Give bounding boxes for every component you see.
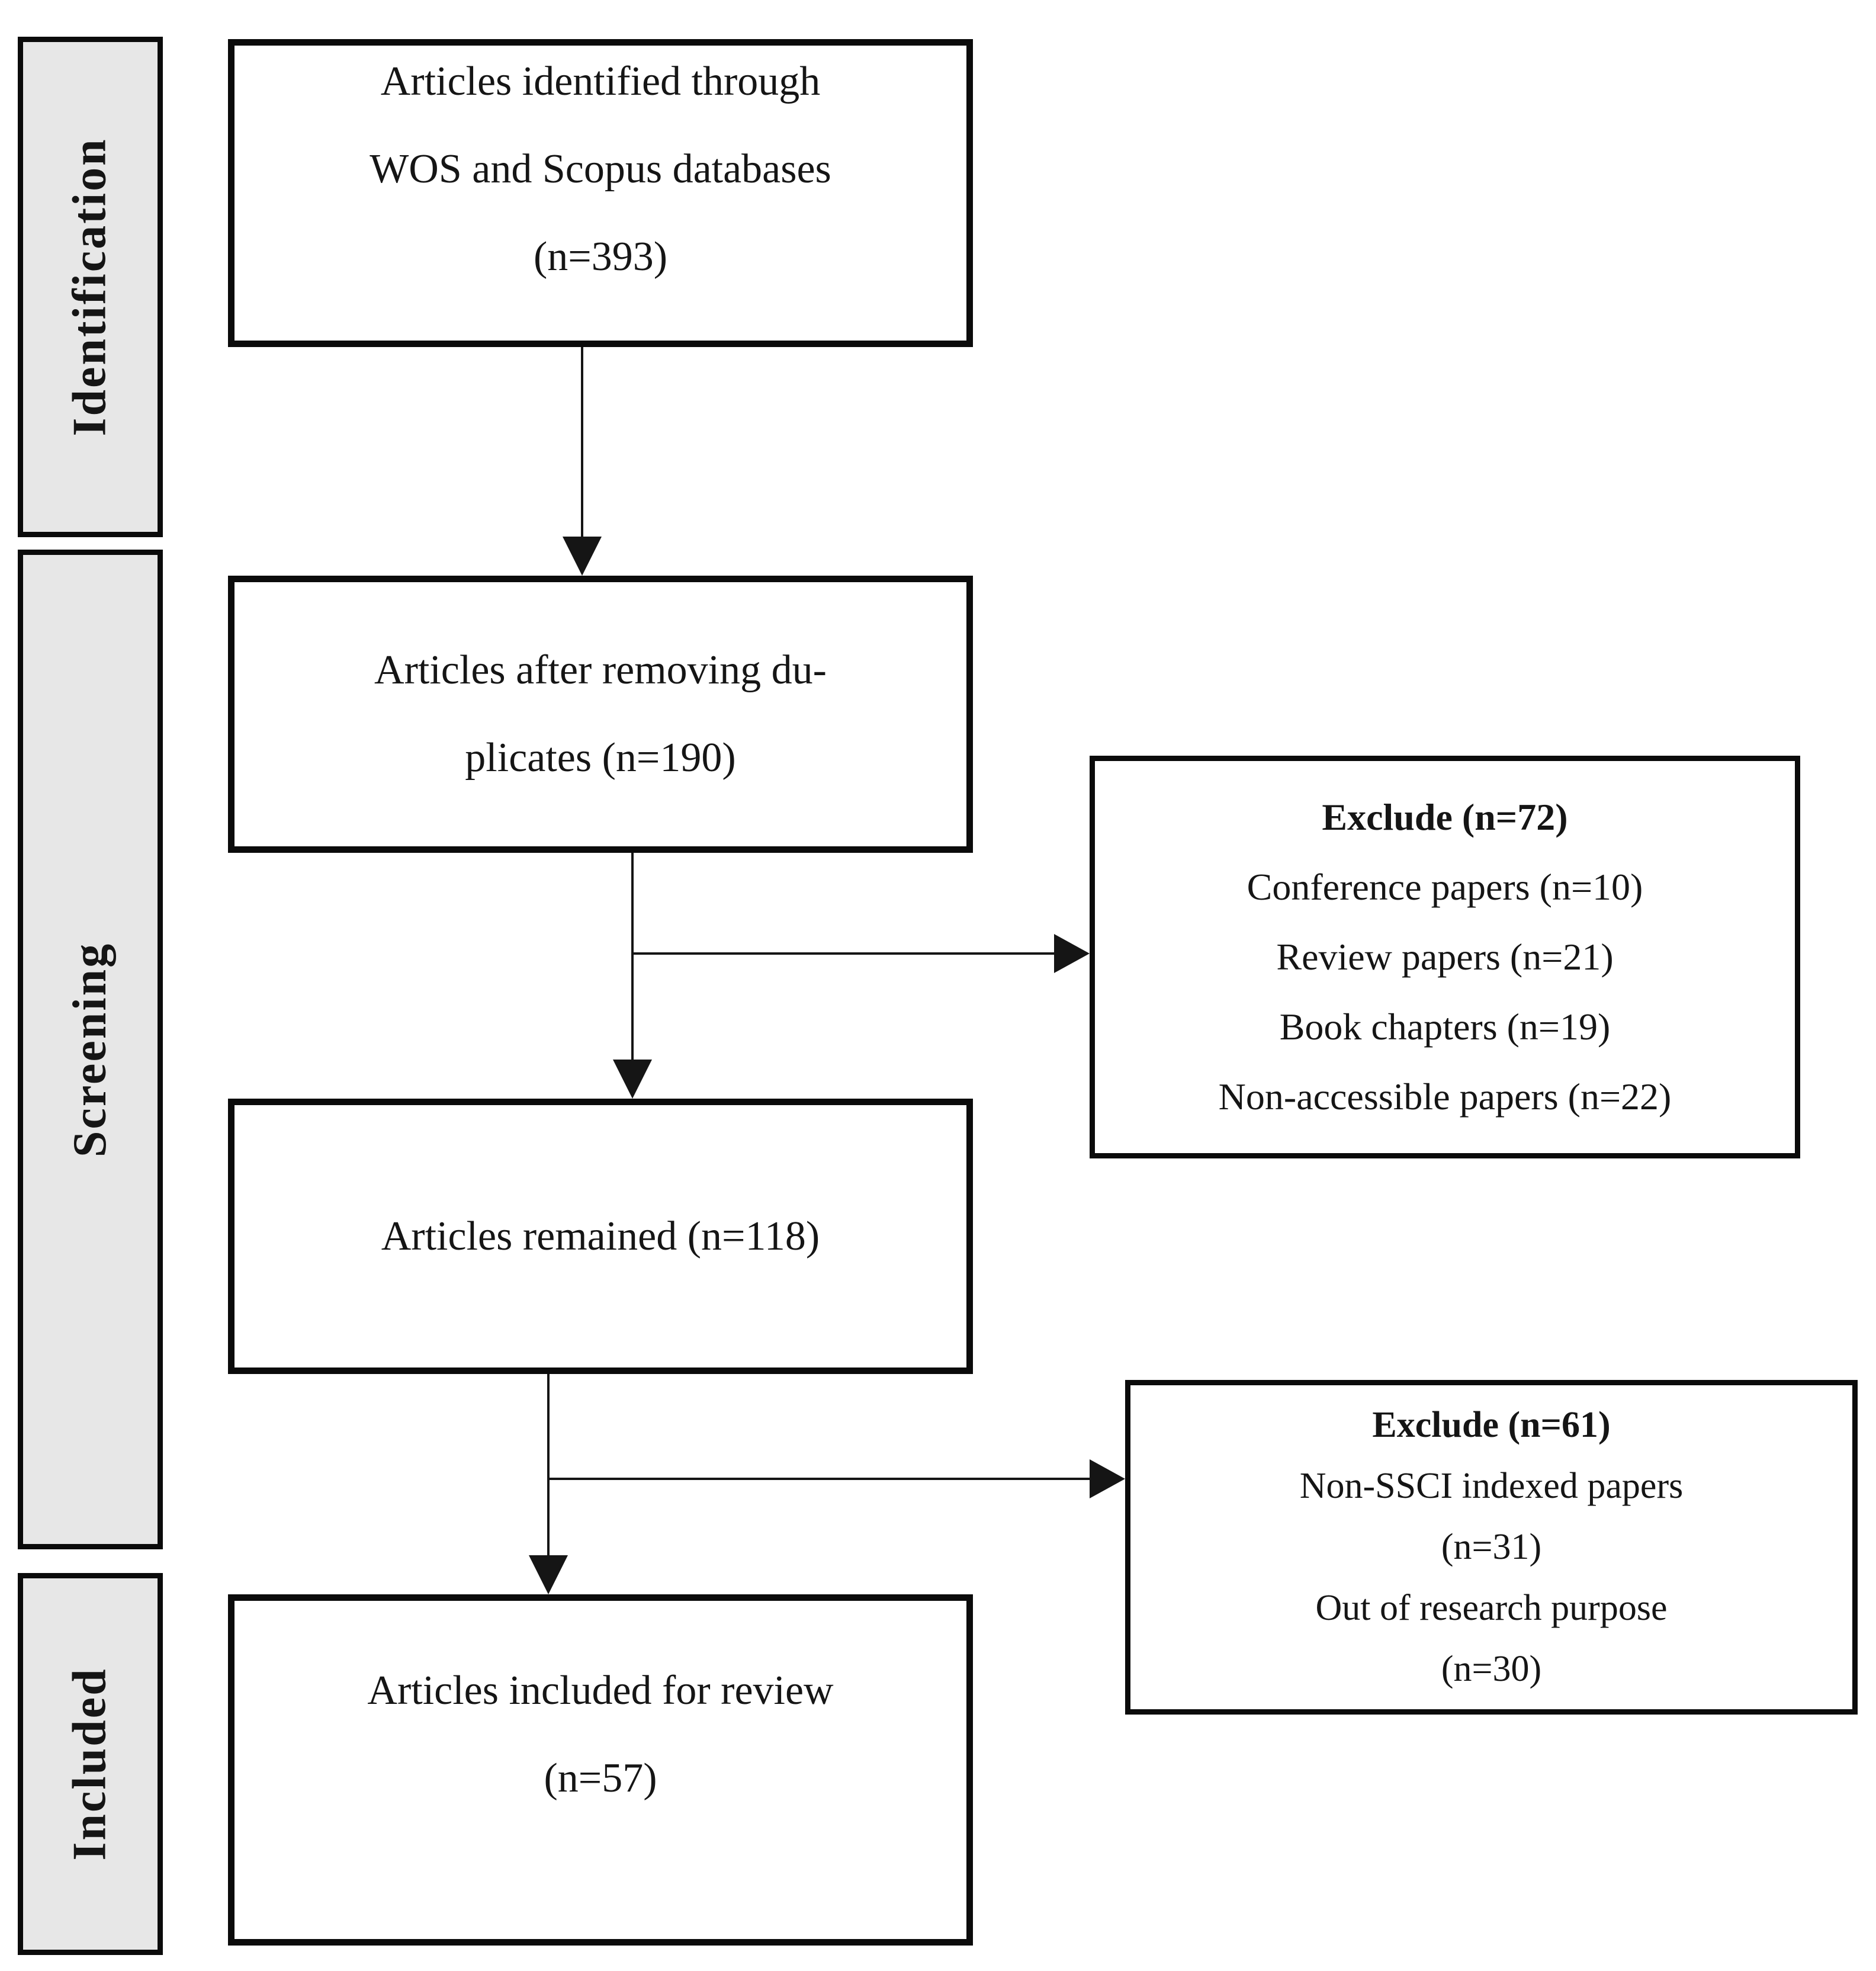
flow-box-line: Articles included for review <box>367 1667 834 1713</box>
stage-box-screening: Screening <box>18 550 163 1549</box>
flow-box-identified: Articles identified through WOS and Scop… <box>228 39 973 347</box>
arrow-shaft <box>632 952 1055 955</box>
exclude-item: (n=30) <box>1441 1649 1542 1689</box>
stage-label-included: Included <box>64 1667 116 1861</box>
exclude-title: Exclude (n=61) <box>1372 1405 1611 1445</box>
exclude-item: Conference papers (n=10) <box>1247 866 1643 908</box>
stage-label-screening: Screening <box>64 942 117 1157</box>
arrowhead-right-icon <box>1054 934 1090 973</box>
arrow-shaft <box>548 1478 1091 1480</box>
flow-box-included-review: Articles included for review (n=57) <box>228 1594 973 1946</box>
flow-box-line: plicates (n=190) <box>465 735 736 781</box>
flow-box-line: WOS and Scopus databases <box>370 146 831 192</box>
arrowhead-right-icon <box>1090 1459 1125 1498</box>
flow-box-remained: Articles remained (n=118) <box>228 1099 973 1374</box>
flow-box-duplicates-removed: Articles after removing du- plicates (n=… <box>228 576 973 853</box>
exclude-box-1: Exclude (n=72) Conference papers (n=10) … <box>1090 756 1800 1158</box>
stage-box-identification: Identification <box>18 37 163 537</box>
flow-box-line: (n=57) <box>544 1755 657 1801</box>
flow-box-line: (n=393) <box>533 234 668 280</box>
arrowhead-down-icon <box>563 537 602 576</box>
exclude-item: Book chapters (n=19) <box>1279 1006 1611 1048</box>
stage-label-identification: Identification <box>64 137 117 436</box>
flow-box-line: Articles identified through <box>380 59 821 104</box>
arrowhead-down-icon <box>529 1555 568 1594</box>
flow-box-line: Articles remained (n=118) <box>381 1213 820 1259</box>
exclude-title: Exclude (n=72) <box>1322 796 1568 838</box>
exclude-item: Non-accessible papers (n=22) <box>1218 1076 1672 1118</box>
exclude-item: Review papers (n=21) <box>1276 936 1614 978</box>
arrow-shaft <box>547 1374 550 1558</box>
arrow-shaft <box>581 347 583 538</box>
arrowhead-down-icon <box>613 1060 652 1099</box>
arrow-shaft <box>631 853 634 1061</box>
exclude-item: Out of research purpose <box>1315 1588 1668 1628</box>
exclude-item: (n=31) <box>1441 1527 1542 1567</box>
flow-box-line: Articles after removing du- <box>374 647 827 693</box>
stage-box-included: Included <box>18 1573 163 1955</box>
exclude-item: Non-SSCI indexed papers <box>1299 1466 1684 1506</box>
exclude-box-2: Exclude (n=61) Non-SSCI indexed papers (… <box>1125 1380 1858 1715</box>
